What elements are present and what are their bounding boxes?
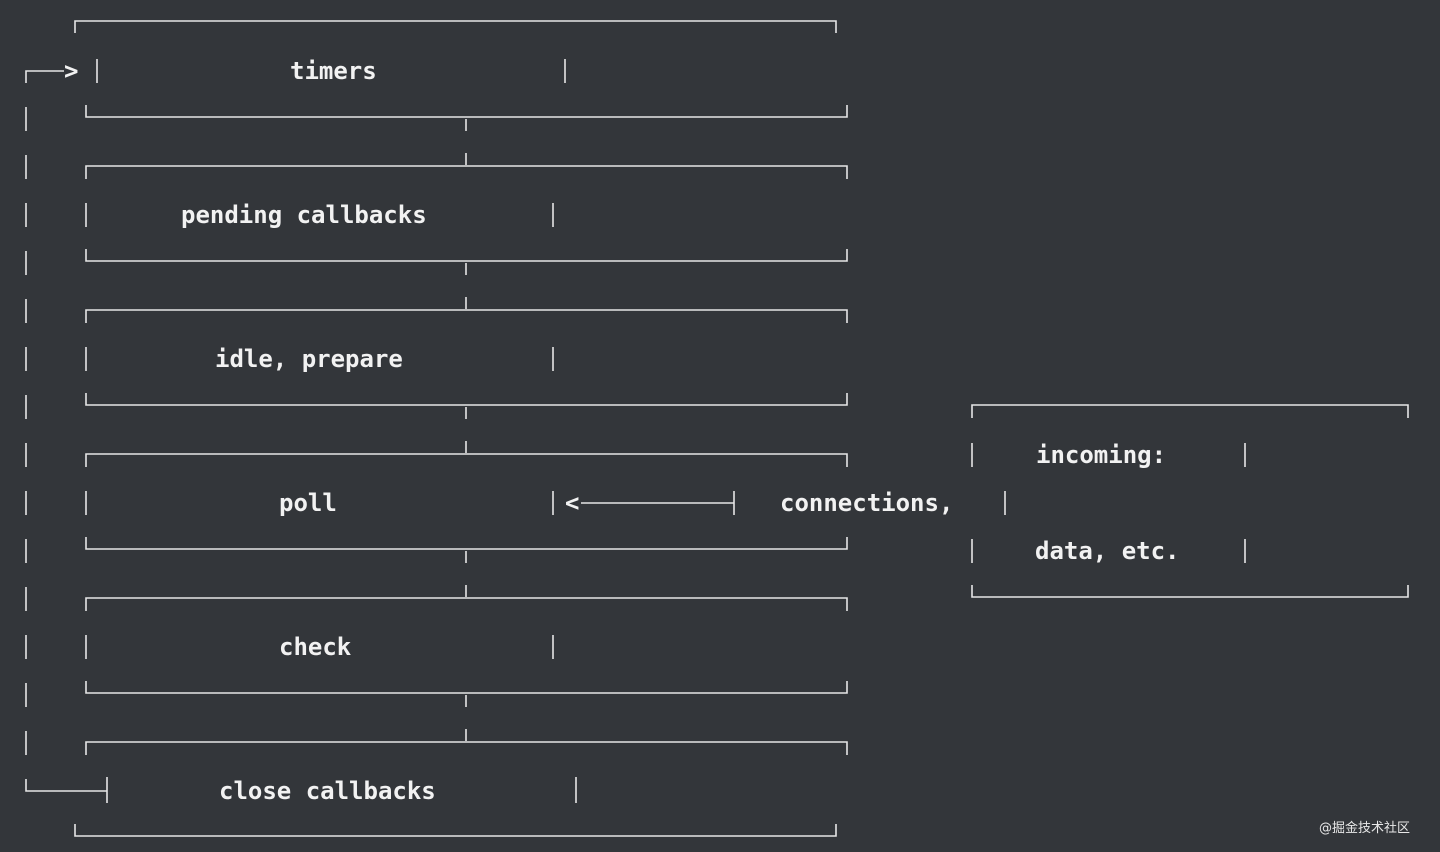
incoming-label-line1: incoming: xyxy=(1036,441,1166,469)
phase-pending-callbacks-box: pending callbacks xyxy=(85,165,848,262)
phase-label-timers: timers xyxy=(290,57,377,85)
phase-label-idle-prepare: idle, prepare xyxy=(215,345,403,373)
phase-close-callbacks-box: close callbacks xyxy=(74,741,848,837)
loop-back-arrow: > xyxy=(25,57,107,792)
phase-label-pending-callbacks: pending callbacks xyxy=(181,201,427,229)
phase-idle-prepare-box: idle, prepare xyxy=(85,309,848,406)
phase-label-check: check xyxy=(279,633,352,661)
phase-label-close-callbacks: close callbacks xyxy=(219,777,436,805)
phase-poll-box: poll xyxy=(85,453,848,550)
watermark-text: @掘金技术社区 xyxy=(1319,820,1410,836)
phase-label-poll: poll xyxy=(279,489,337,517)
incoming-box: incoming: connections, data, etc. xyxy=(780,404,1409,598)
poll-arrowhead: < xyxy=(565,489,579,517)
incoming-label-line3: data, etc. xyxy=(1035,537,1180,565)
incoming-label-line2: connections, xyxy=(780,489,953,517)
incoming-to-poll-arrow: < xyxy=(565,489,735,517)
phase-check-box: check xyxy=(85,597,848,694)
phase-timers-box: timers xyxy=(74,20,848,118)
loop-arrowhead: > xyxy=(64,57,78,85)
